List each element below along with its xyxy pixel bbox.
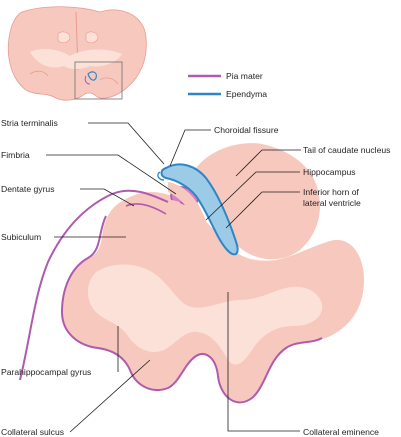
inset-ventricle-left <box>57 31 71 44</box>
inset-white-matter <box>30 49 122 69</box>
label-choroidal-fissure: Choroidal fissure <box>214 125 279 135</box>
label-collateral-sulcus: Collateral sulcus <box>1 427 64 437</box>
hippocampus-body <box>168 182 214 240</box>
inset-ventricle-right <box>85 31 99 44</box>
leader-inferior-horn <box>225 191 300 229</box>
pia-mater-dentate <box>125 203 167 215</box>
temporal-lobe-body <box>62 192 364 403</box>
legend-label-pia-mater: Pia mater <box>226 71 263 81</box>
leader-collateral-sulcus <box>69 359 151 433</box>
inset-temporal-sulcus-right <box>99 77 119 85</box>
leader-dentate-gyrus <box>80 188 135 207</box>
pia-mater-contour <box>60 215 323 404</box>
leader-choroidal-fissure <box>169 129 211 167</box>
leader-lines <box>46 122 301 433</box>
inset-hippocampus-marker <box>87 71 97 81</box>
legend: Pia mater Ependyma <box>188 71 267 99</box>
label-inferior-horn-line1: Inferior horn of <box>303 187 360 197</box>
white-matter-core <box>87 264 323 365</box>
inset-pia-marker <box>84 75 91 85</box>
label-tail-caudate-nucleus: Tail of caudate nucleus <box>303 145 390 155</box>
inset-temporal-sulcus-left <box>29 70 49 77</box>
brain-coronal-inset <box>7 6 147 101</box>
label-dentate-gyrus: Dentate gyrus <box>1 184 55 194</box>
leader-fimbria <box>46 154 177 195</box>
labels: Stria terminalis Fimbria Dentate gyrus S… <box>1 118 390 437</box>
leader-collateral-eminence <box>227 292 300 432</box>
pia-mater-outer <box>19 189 169 381</box>
label-inferior-horn-line2: lateral ventricle <box>303 198 361 208</box>
inferior-horn-lateral-ventricle <box>160 163 239 256</box>
main-illustration <box>19 143 364 404</box>
label-subiculum: Subiculum <box>1 232 41 242</box>
label-stria-terminalis: Stria terminalis <box>1 118 58 128</box>
leader-hippocampus <box>205 171 300 221</box>
legend-label-ependyma: Ependyma <box>226 89 267 99</box>
leader-tail-caudate <box>235 149 301 177</box>
inset-zoom-box <box>74 61 123 100</box>
label-hippocampus: Hippocampus <box>303 167 356 177</box>
choroidal-fissure-mark <box>157 171 165 181</box>
leader-stria-terminalis <box>88 122 165 165</box>
label-fimbria: Fimbria <box>1 150 30 160</box>
label-collateral-eminence: Collateral eminence <box>303 427 379 437</box>
label-parahippocampal-gyrus: Parahippocampal gyrus <box>1 367 91 377</box>
